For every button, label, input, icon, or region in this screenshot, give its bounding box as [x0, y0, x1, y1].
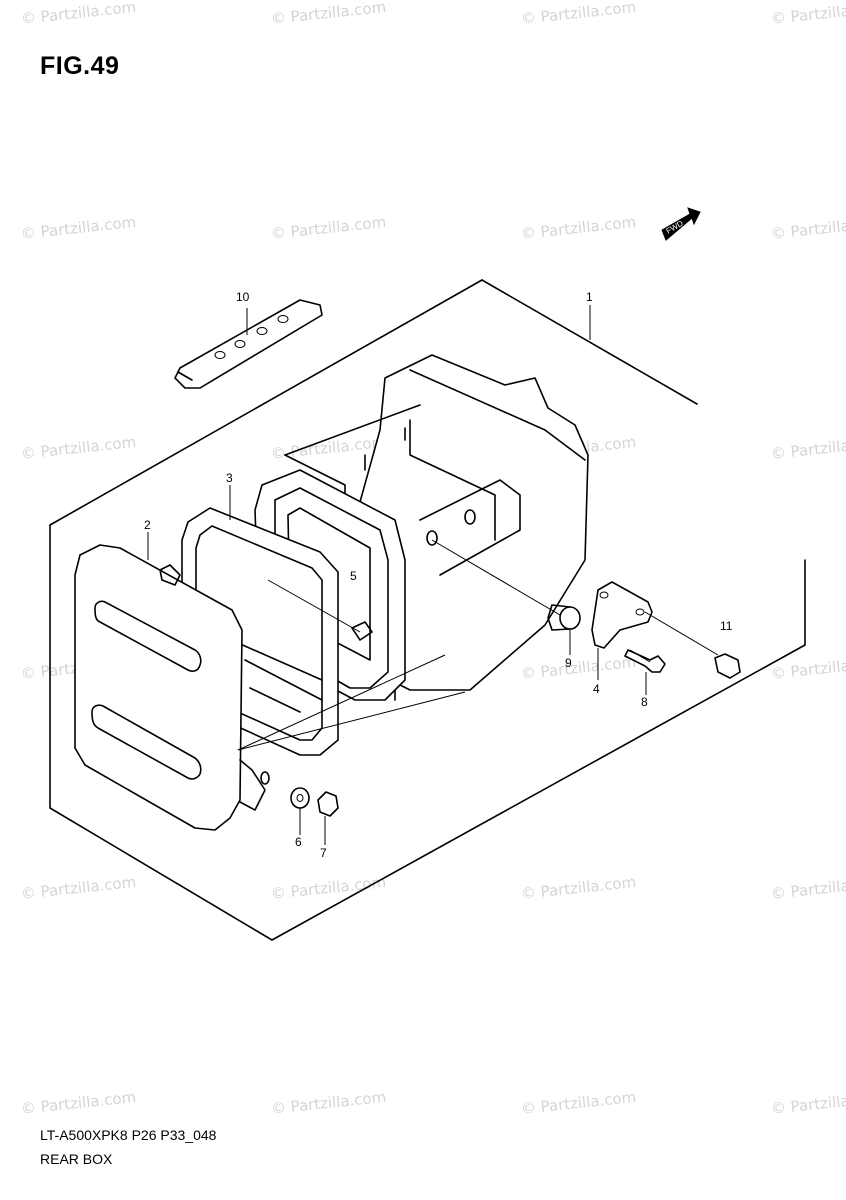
assembly-frame-top-right: [481, 279, 698, 405]
forward-arrow-icon: FWD: [661, 207, 701, 241]
figure-code: LT-A500XPK8 P26 P33_048: [40, 1127, 217, 1143]
figure-title: FIG.49: [40, 52, 120, 80]
part-9-grommet: [431, 539, 581, 631]
leader-lid-hinge-b: [237, 654, 446, 751]
callout-6: 6: [295, 835, 302, 849]
callout-8: 8: [641, 695, 648, 709]
part-1-box-body: [284, 354, 589, 701]
callout-9: 9: [565, 656, 572, 670]
callout-10: 10: [236, 290, 250, 304]
part-4-bracket: [591, 581, 719, 656]
part-10-strap: [174, 299, 323, 389]
part-11-bolt: [714, 653, 741, 679]
callout-11: 11: [720, 619, 733, 633]
callout-1: 1: [586, 290, 593, 304]
callout-4: 4: [593, 682, 600, 696]
part-8-screw: [624, 649, 666, 673]
callout-7: 7: [320, 846, 327, 860]
figure-name: REAR BOX: [40, 1151, 113, 1167]
part-2-lid: [74, 544, 270, 831]
callout-5: 5: [350, 569, 357, 583]
part-6-washer: [290, 787, 310, 809]
leader-lid-hinge-a: [237, 691, 466, 751]
part-7-nut: [317, 791, 339, 817]
leader-screw-5: [267, 579, 361, 633]
assembly-frame-outline: [49, 279, 806, 941]
callout-2: 2: [144, 518, 151, 532]
callout-3: 3: [226, 471, 233, 485]
